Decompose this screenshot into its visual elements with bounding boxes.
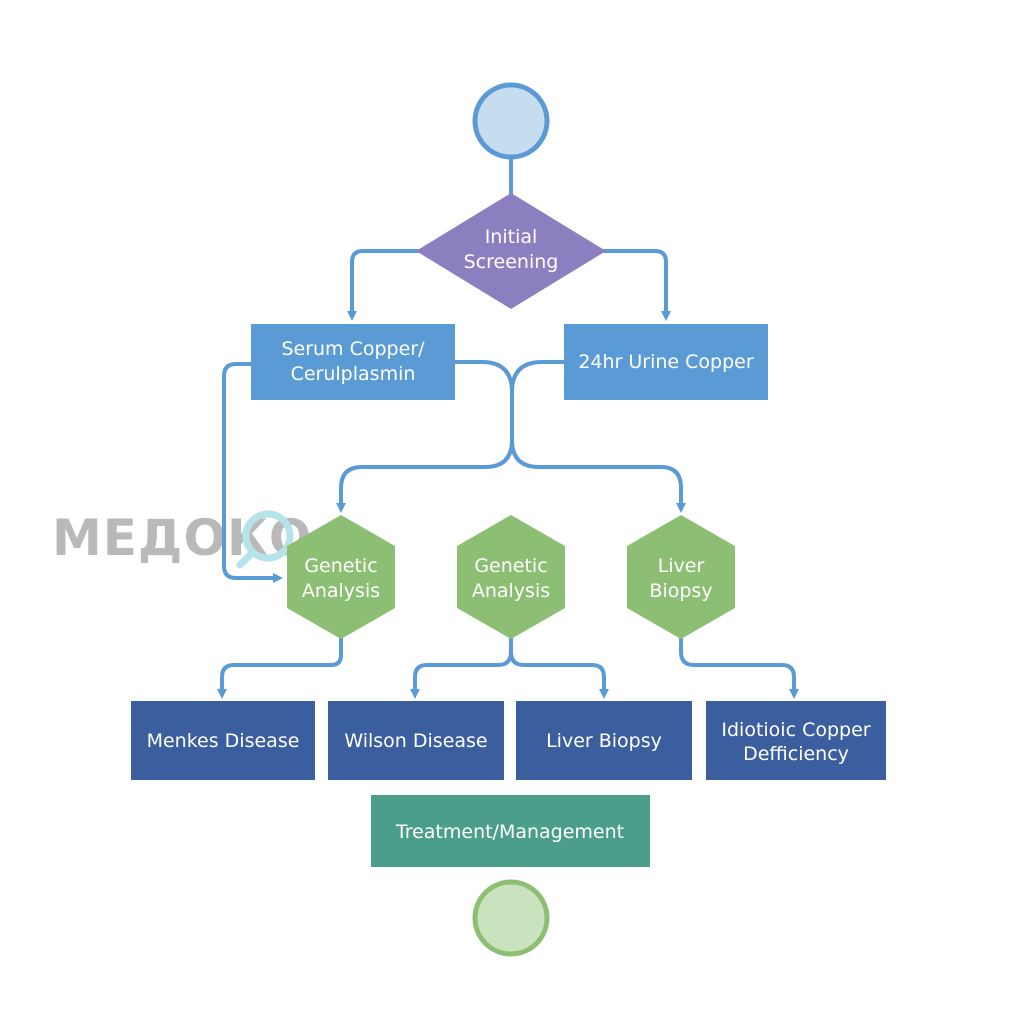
connector-decision-to-urine: [602, 249, 671, 321]
hex2-label-line1: Genetic: [474, 555, 547, 577]
serum-copper-box: [251, 324, 455, 400]
hex-liver-biopsy[interactable]: Liver Biopsy: [627, 515, 735, 639]
serum-label-line1: Serum Copper/: [281, 338, 425, 360]
serum-label-line2: Cerulplasmin: [291, 363, 416, 385]
hexagon-2: [457, 515, 565, 639]
end-terminal[interactable]: [472, 879, 550, 957]
hex2-label-line2: Analysis: [472, 580, 550, 602]
hex-genetic-analysis-1[interactable]: Genetic Analysis: [287, 515, 395, 639]
liver-biopsy-label: Liver Biopsy: [546, 730, 662, 752]
decision-diamond: [416, 193, 606, 309]
connector-hex3-to-idiopathic: [679, 636, 799, 699]
idiopathic-label-line1: Idiotioic Copper: [721, 719, 870, 741]
menkes-label: Menkes Disease: [147, 730, 300, 752]
watermark: МЕДОКО: [52, 509, 311, 569]
outcome-liver-biopsy[interactable]: Liver Biopsy: [516, 701, 692, 780]
start-terminal[interactable]: [472, 82, 550, 160]
idiopathic-box: [706, 701, 886, 780]
test-serum-copper[interactable]: Serum Copper/ Cerulplasmin: [251, 324, 455, 400]
hex3-label-line1: Liver: [658, 555, 705, 577]
hex3-label-line2: Biopsy: [649, 580, 712, 602]
watermark-handle: [236, 548, 257, 569]
wilson-label: Wilson Disease: [344, 730, 487, 752]
urine-label: 24hr Urine Copper: [578, 351, 754, 373]
decision-label-line2: Screening: [464, 251, 559, 273]
outcome-idiopathic-copper-deficiency[interactable]: Idiotioic Copper Defficiency: [706, 701, 886, 780]
hex-genetic-analysis-2[interactable]: Genetic Analysis: [457, 515, 565, 639]
treatment-label: Treatment/Management: [395, 821, 624, 843]
connector-hex2-to-wilson: [410, 636, 513, 699]
decision-initial-screening[interactable]: Initial Screening: [416, 193, 606, 309]
wilson-box: [328, 701, 504, 780]
connector-hex1-to-menkes: [217, 636, 343, 699]
liver-biopsy-box: [516, 701, 692, 780]
connector-urine-to-hex3: [510, 360, 686, 513]
watermark-magnifier-icon: [242, 510, 294, 562]
treatment-management[interactable]: Treatment/Management: [371, 795, 650, 867]
decision-label-line1: Initial: [485, 226, 538, 248]
outcome-wilson-disease[interactable]: Wilson Disease: [328, 701, 504, 780]
connector-hex2-to-liver-biopsy: [509, 636, 609, 699]
hexagon-1: [287, 515, 395, 639]
hex1-label-line2: Analysis: [302, 580, 380, 602]
connector-serum-to-hex1-merge: [336, 360, 514, 513]
hexagon-3: [627, 515, 735, 639]
menkes-box: [131, 701, 315, 780]
hex1-label-line1: Genetic: [304, 555, 377, 577]
connector-serum-to-hex1: [222, 362, 283, 583]
connector-decision-to-serum: [347, 249, 420, 321]
idiopathic-label-line2: Defficiency: [743, 743, 849, 765]
outcome-menkes-disease[interactable]: Menkes Disease: [131, 701, 315, 780]
treatment-box: [371, 795, 650, 867]
connectors: [217, 156, 799, 699]
test-urine-copper[interactable]: 24hr Urine Copper: [564, 324, 768, 400]
urine-copper-box: [564, 324, 768, 400]
